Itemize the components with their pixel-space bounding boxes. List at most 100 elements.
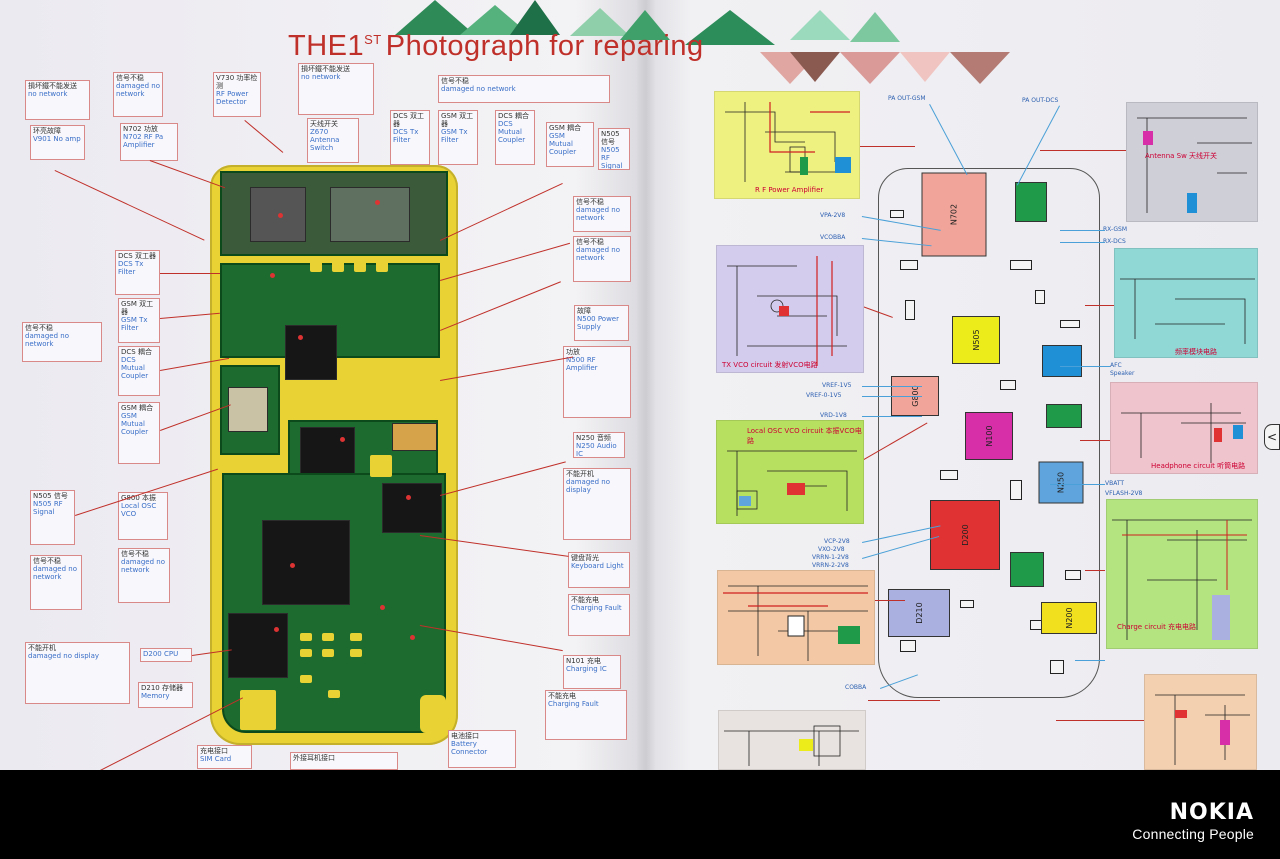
pad xyxy=(350,633,362,641)
pad xyxy=(240,690,276,730)
tx-vco-schematic: TX VCO circuit 发射VCO电路 xyxy=(716,245,864,373)
memory-chip xyxy=(228,613,288,678)
cpu-chip xyxy=(262,520,350,605)
ic-d200: D200 xyxy=(930,500,1000,570)
brand-tagline: Connecting People xyxy=(1132,826,1254,842)
local-osc-schematic: Local OSC VCO circuit 本振VCO电路 xyxy=(716,420,864,524)
audio-schematic: 频率模块电路 xyxy=(1114,248,1258,358)
pad xyxy=(332,258,344,272)
bottom-right-schematic xyxy=(1144,674,1257,770)
nokia-logo: NOKIA xyxy=(1169,800,1254,825)
pad xyxy=(322,649,334,657)
ic-n100: N100 xyxy=(965,412,1013,460)
schematic-drawing xyxy=(1155,694,1250,765)
ic-chip xyxy=(382,483,442,533)
top-decoration xyxy=(370,0,930,50)
page-edge-tab: < xyxy=(1264,424,1280,450)
pad xyxy=(300,649,312,657)
shield-can xyxy=(330,187,410,242)
pad xyxy=(370,455,392,477)
page-fold xyxy=(636,0,656,770)
schematic-drawing xyxy=(727,256,847,366)
schematic-drawing xyxy=(1120,278,1255,344)
schematic-drawing xyxy=(1112,519,1252,640)
ic-n505: N505 xyxy=(952,316,1000,364)
schematic-drawing xyxy=(727,450,857,516)
pad xyxy=(420,695,446,733)
pad xyxy=(300,675,312,683)
schematic-drawing xyxy=(1137,117,1252,213)
ic-d210: D210 xyxy=(888,589,950,637)
ic-n250: N250 xyxy=(1038,461,1084,504)
annotation-label: 外接耳机接口 xyxy=(290,752,398,770)
headphone-schematic: Headphone circuit 听筒电路 xyxy=(1110,382,1258,474)
schematic-drawing xyxy=(724,725,859,766)
annotation-label: D200 CPU xyxy=(140,648,192,662)
power-schematic xyxy=(717,570,875,665)
crystal xyxy=(228,387,268,432)
pad xyxy=(354,258,366,272)
schematic-drawing xyxy=(725,102,851,182)
charge-schematic: Charge circuit 充电电路 xyxy=(1106,499,1258,649)
ic-n200: N200 xyxy=(1041,602,1097,634)
pad xyxy=(328,690,340,698)
rf-power-amplifier-schematic: R F Power Amplifier xyxy=(714,91,860,199)
ic-green-block xyxy=(1015,182,1047,222)
phone-layout-outline xyxy=(878,168,1100,698)
pad xyxy=(310,258,322,272)
ic-chip xyxy=(285,325,337,380)
pad xyxy=(350,649,362,657)
bottom-schematic xyxy=(718,710,866,770)
ic-n702: N702 xyxy=(921,172,987,257)
pcb-board-photo xyxy=(210,165,458,745)
pad xyxy=(300,633,312,641)
footer-bar xyxy=(0,770,1280,859)
capacitor xyxy=(392,423,437,451)
ic-green-block xyxy=(1046,404,1082,428)
antenna-switch-schematic: Antenna Sw 天线开关 xyxy=(1126,102,1258,222)
schematic-drawing xyxy=(1121,403,1246,463)
pad xyxy=(322,633,334,641)
ic-blue-block xyxy=(1042,345,1082,377)
pink-decoration xyxy=(760,52,1010,88)
schematic-drawing xyxy=(723,585,868,661)
pad xyxy=(376,258,388,272)
